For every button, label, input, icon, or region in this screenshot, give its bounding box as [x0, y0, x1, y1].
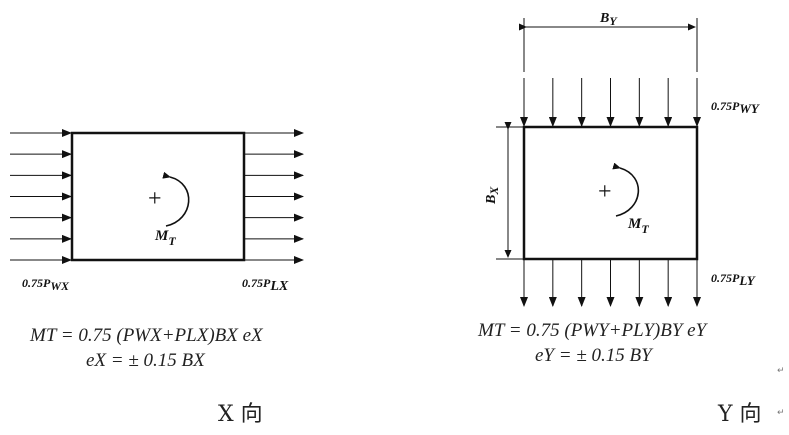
y-building-plan — [522, 125, 699, 261]
y-dim-side-label: BX — [484, 186, 501, 205]
y-moment-label: MT — [627, 216, 649, 236]
x-building-plan — [70, 131, 246, 262]
y-leeward-arrows — [520, 260, 701, 307]
y-direction-diagram: BY BX + MT 0.75PWY 0.75PLY — [484, 11, 760, 307]
y-load-top-label: 0.75PWY — [711, 99, 760, 116]
x-formula-eccentricity: eX = ± 0.15 BX — [86, 350, 205, 371]
x-direction-diagram: + MT 0.75PWX 0.75PLX — [10, 129, 304, 294]
y-windward-arrows — [520, 78, 701, 127]
paragraph-mark: ↵ — [777, 408, 785, 418]
x-formula-text: MT = 0.75 (PWX+PLX)BX eX — [30, 325, 263, 346]
x-load-left-label: 0.75PWX — [22, 276, 70, 293]
x-plus-sign: + — [148, 186, 162, 212]
y-load-bottom-label: 0.75PLY — [711, 271, 756, 288]
x-moment-label: MT — [154, 228, 176, 248]
y-dim-top-label: BY — [599, 11, 618, 28]
paragraph-mark: ↵ — [777, 366, 785, 376]
y-moment-arc — [612, 162, 640, 217]
y-caption: Y 向 — [718, 402, 762, 427]
y-formula-eccentricity: eY = ± 0.15 BY — [535, 345, 652, 366]
x-leeward-arrows — [245, 129, 304, 264]
x-windward-arrows — [10, 129, 72, 264]
x-caption: X 向 — [218, 402, 263, 427]
y-formula-moment: MT = 0.75 (PWY+PLY)BY eY — [478, 320, 707, 341]
y-plus-sign: + — [598, 179, 612, 205]
x-moment-arc — [162, 171, 190, 227]
x-formula-moment: MT = 0.75 (PWX+PLX)BX eX — [30, 325, 263, 347]
x-load-right-label: 0.75PLX — [242, 276, 289, 294]
